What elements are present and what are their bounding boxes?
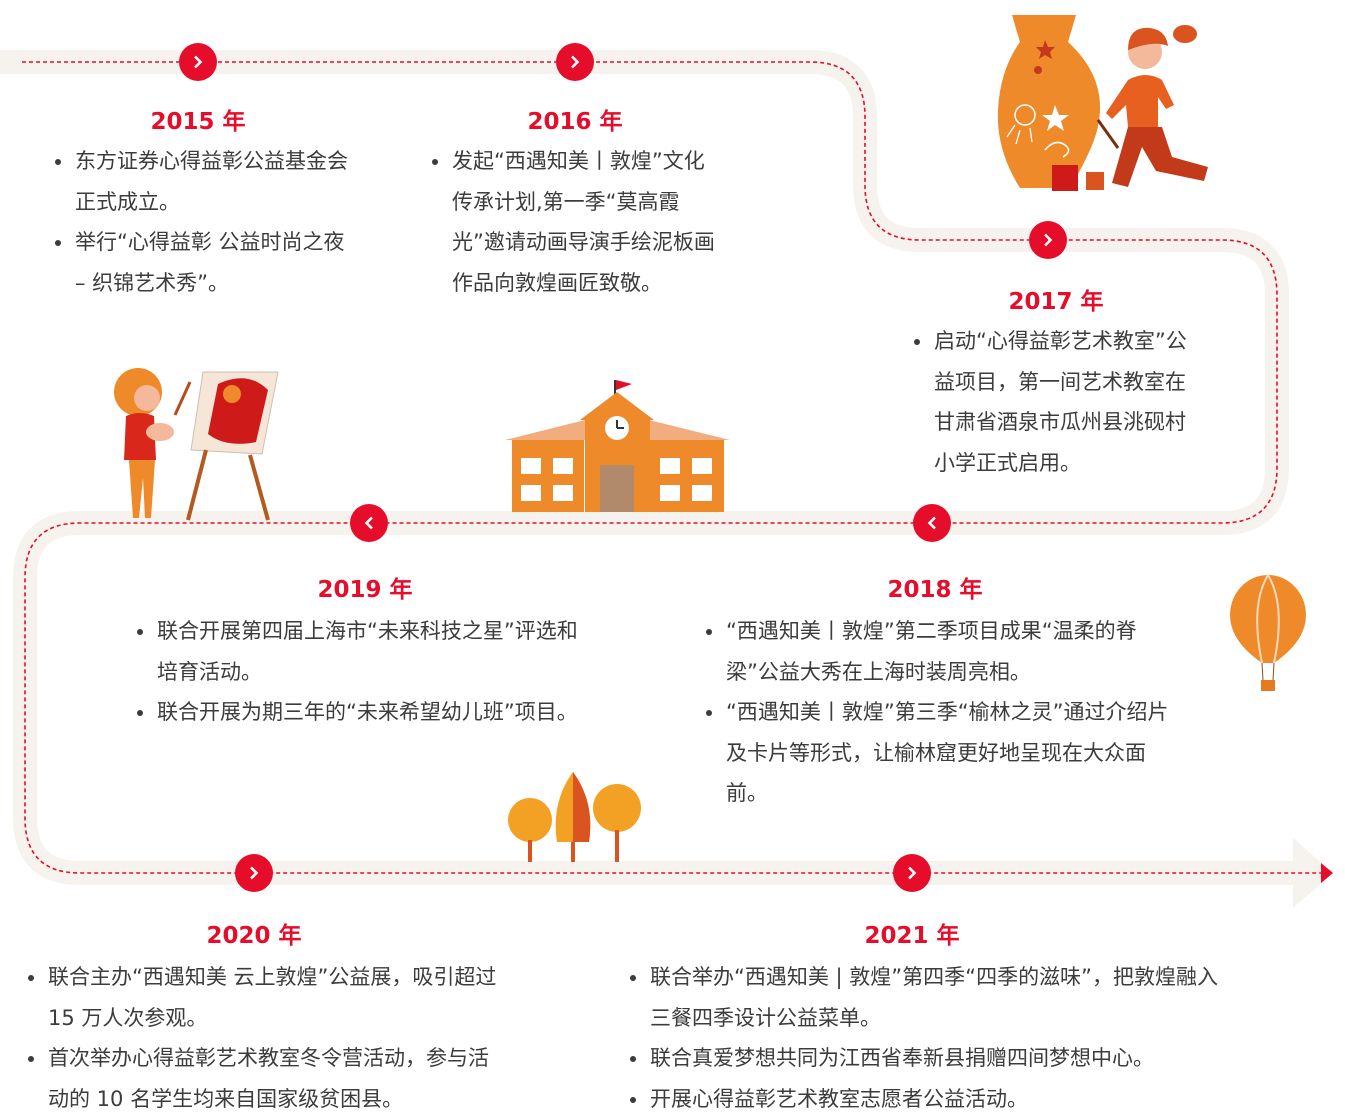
list-item: 联合开展第四届上海市“未来科技之星”评选和培育活动。: [135, 611, 595, 692]
node-2020[interactable]: [235, 854, 273, 892]
list-item: 首次举办心得益彰艺术教室冬令营活动，参与活动的 10 名学生均来自国家级贫困县。: [26, 1038, 506, 1119]
items-2021: 联合举办“西遇知美 | 敦煌”第四季“四季的滋味”，把敦煌融入三餐四季设计公益菜…: [628, 957, 1238, 1119]
list-item: 联合主办“西遇知美 云上敦煌”公益展，吸引超过 15 万人次参观。: [26, 957, 506, 1038]
vase-painting-girl-illustration: [998, 15, 1208, 191]
list-item: 开展心得益彰艺术教室志愿者公益活动。: [628, 1079, 1238, 1119]
items-2016: 发起“西遇知美丨敦煌”文化传承计划,第一季“莫高霞光”邀请动画导演手绘泥板画作品…: [430, 141, 720, 303]
list-item: 举行“心得益彰 公益时尚之夜 – 织锦艺术秀”。: [53, 222, 353, 303]
items-2020: 联合主办“西遇知美 云上敦煌”公益展，吸引超过 15 万人次参观。 首次举办心得…: [26, 957, 506, 1119]
trees-illustration: [508, 772, 641, 862]
node-2015[interactable]: [179, 43, 217, 81]
year-2017: 2017 年: [1008, 282, 1103, 316]
year-2019: 2019 年: [317, 570, 412, 604]
chevron-right-icon: [247, 866, 261, 880]
chevron-right-icon: [1041, 233, 1055, 247]
list-item: “西遇知美丨敦煌”第三季“榆林之灵”通过介绍片及卡片等形式，让榆林窟更好地呈现在…: [704, 692, 1169, 814]
chevron-right-icon: [905, 866, 919, 880]
node-2019[interactable]: [350, 504, 388, 542]
year-2020: 2020 年: [206, 916, 301, 950]
chevron-right-icon: [568, 55, 582, 69]
chevron-right-icon: [191, 55, 205, 69]
items-2015: 东方证券心得益彰公益基金会正式成立。 举行“心得益彰 公益时尚之夜 – 织锦艺术…: [53, 141, 353, 303]
node-2018[interactable]: [913, 504, 951, 542]
list-item: 发起“西遇知美丨敦煌”文化传承计划,第一季“莫高霞光”邀请动画导演手绘泥板画作品…: [430, 141, 720, 303]
list-item: 东方证券心得益彰公益基金会正式成立。: [53, 141, 353, 222]
year-2018: 2018 年: [887, 570, 982, 604]
items-2017: 启动“心得益彰艺术教室”公益项目，第一间艺术教室在甘肃省酒泉市瓜州县洮砚村小学正…: [912, 321, 1202, 483]
list-item: “西遇知美丨敦煌”第二季项目成果“温柔的脊梁”公益大秀在上海时装周亮相。: [704, 611, 1169, 692]
items-2019: 联合开展第四届上海市“未来科技之星”评选和培育活动。 联合开展为期三年的“未来希…: [135, 611, 595, 733]
node-2017[interactable]: [1029, 221, 1067, 259]
node-2021[interactable]: [893, 854, 931, 892]
node-2016[interactable]: [556, 43, 594, 81]
list-item: 启动“心得益彰艺术教室”公益项目，第一间艺术教室在甘肃省酒泉市瓜州县洮砚村小学正…: [912, 321, 1202, 483]
girl-painting-easel-illustration: [114, 368, 278, 520]
year-2015: 2015 年: [150, 102, 245, 136]
chevron-left-icon: [362, 516, 376, 530]
year-2021: 2021 年: [864, 916, 959, 950]
chevron-left-icon: [925, 516, 939, 530]
items-2018: “西遇知美丨敦煌”第二季项目成果“温柔的脊梁”公益大秀在上海时装周亮相。 “西遇…: [704, 611, 1169, 814]
list-item: 联合开展为期三年的“未来希望幼儿班”项目。: [135, 692, 595, 733]
year-2016: 2016 年: [527, 102, 622, 136]
list-item: 联合举办“西遇知美 | 敦煌”第四季“四季的滋味”，把敦煌融入三餐四季设计公益菜…: [628, 957, 1238, 1038]
list-item: 联合真爱梦想共同为江西省奉新县捐赠四间梦想中心。: [628, 1038, 1238, 1079]
school-building-illustration: [505, 380, 730, 512]
hot-air-balloon-illustration: [1230, 575, 1306, 691]
